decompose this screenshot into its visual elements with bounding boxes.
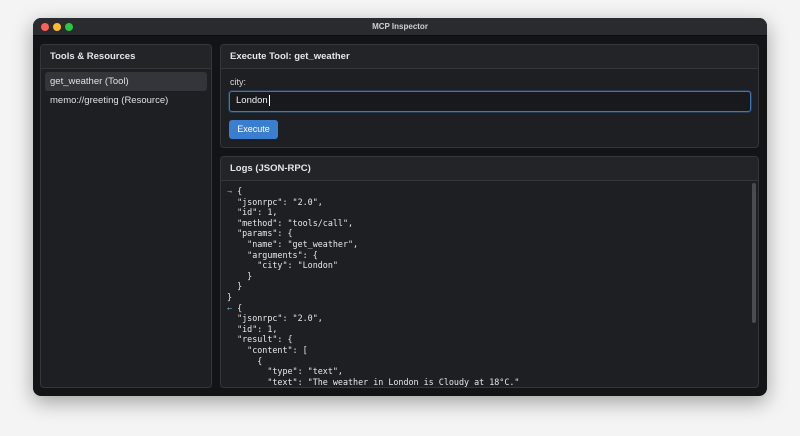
zoom-button[interactable] [65,23,73,31]
text-cursor [268,95,270,106]
request-arrow-icon: → [227,186,233,196]
execute-title: Execute Tool: get_weather [221,45,758,69]
execute-panel: Execute Tool: get_weather city: London E… [220,44,759,148]
close-button[interactable] [41,23,49,31]
logs-panel: Logs (JSON-RPC) → { "jsonrpc": "2.0", "i… [220,156,759,388]
logs-output: → { "jsonrpc": "2.0", "id": 1, "method":… [221,181,758,387]
window-title: MCP Inspector [372,22,428,31]
sidebar: Tools & Resources get_weather (Tool) mem… [40,44,212,388]
sidebar-title: Tools & Resources [41,45,211,69]
title-bar: MCP Inspector [33,18,767,36]
city-input[interactable]: London [229,91,751,112]
city-label: city: [230,77,247,87]
sidebar-item-memo-greeting[interactable]: memo://greeting (Resource) [50,95,169,106]
execute-button[interactable]: Execute [229,120,278,139]
log-request: { "jsonrpc": "2.0", "id": 1, "method": "… [227,186,359,302]
app-window: MCP Inspector Tools & Resources get_weat… [33,18,767,396]
log-response: { "jsonrpc": "2.0", "id": 1, "result": {… [237,302,520,387]
city-input-value: London [236,95,268,106]
minimize-button[interactable] [53,23,61,31]
logs-title: Logs (JSON-RPC) [221,157,758,181]
sidebar-item-get-weather[interactable]: get_weather (Tool) [45,72,207,91]
logs-scrollbar[interactable] [752,183,756,323]
response-arrow-icon: ← [227,302,233,313]
